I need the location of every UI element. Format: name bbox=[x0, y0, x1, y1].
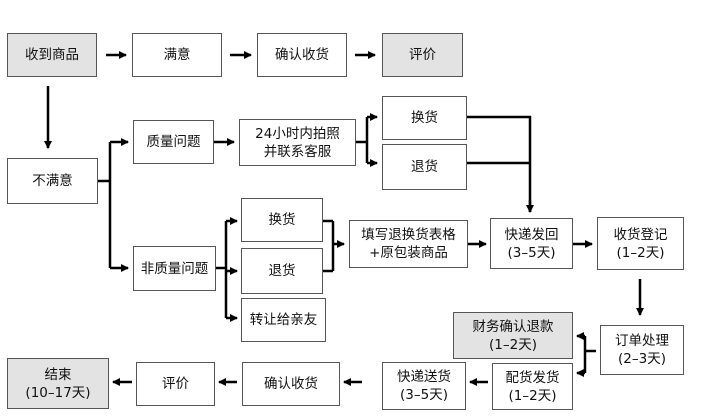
node-satisfied: 满意 bbox=[132, 33, 222, 77]
cs-contact-line-1: 24小时内拍照 bbox=[255, 125, 340, 142]
express-back-line-1: 快递发回 bbox=[504, 226, 559, 243]
node-dissatisfied: 不满意 bbox=[7, 158, 98, 204]
node-exchange-a: 换货 bbox=[382, 96, 467, 140]
node-review-top: 评价 bbox=[382, 33, 463, 77]
node-confirm-receipt-bottom: 确认收货 bbox=[242, 362, 340, 406]
express-delivery-line-1: 快递送货 bbox=[397, 369, 451, 385]
order-processing-line-1: 订单处理 bbox=[615, 333, 669, 349]
node-non-quality-issue: 非质量问题 bbox=[133, 246, 216, 291]
node-ship-goods: 配货发货 (1–2天) bbox=[492, 363, 573, 410]
node-cs-contact: 24小时内拍照 并联系客服 bbox=[239, 119, 356, 166]
line-exchange-a-out bbox=[467, 115, 532, 212]
node-finance-refund: 财务确认退款 (1–2天) bbox=[453, 312, 573, 359]
node-gift-friend: 转让给亲友 bbox=[241, 298, 326, 342]
ship-goods-line-2: (1–2天) bbox=[508, 387, 557, 404]
order-processing-line-2: (2–3天) bbox=[618, 351, 666, 367]
finance-refund-line-1: 财务确认退款 bbox=[472, 318, 554, 335]
node-quality-issue: 质量问题 bbox=[133, 120, 214, 164]
node-order-processing: 订单处理 (2–3天) bbox=[600, 325, 684, 375]
node-end: 结束 (10–17天) bbox=[7, 358, 109, 409]
end-line-1: 结束 bbox=[44, 366, 72, 383]
node-receive-goods: 收到商品 bbox=[7, 33, 97, 77]
node-fill-form: 填写退换货表格 +原包装商品 bbox=[349, 220, 468, 268]
ship-goods-line-1: 配货发货 bbox=[505, 369, 560, 386]
node-exchange-b: 换货 bbox=[241, 198, 323, 242]
fill-form-line-1: 填写退换货表格 bbox=[361, 227, 456, 243]
node-review-bottom: 评价 bbox=[136, 362, 215, 406]
finance-refund-line-2: (1–2天) bbox=[489, 336, 537, 353]
node-register-receipt: 收货登记 (1–2天) bbox=[597, 217, 684, 270]
node-return-b: 退货 bbox=[241, 248, 323, 294]
node-return-a: 退货 bbox=[382, 144, 467, 190]
register-receipt-line-2: (1–2天) bbox=[616, 244, 665, 261]
cs-contact-line-2: 并联系客服 bbox=[263, 143, 332, 160]
register-receipt-line-1: 收货登记 bbox=[613, 226, 668, 243]
node-express-delivery: 快递送货 (3–5天) bbox=[382, 362, 466, 410]
fill-form-line-2: +原包装商品 bbox=[369, 245, 448, 261]
end-line-2: (10–17天) bbox=[25, 384, 91, 401]
express-delivery-line-2: (3–5天) bbox=[400, 387, 448, 403]
node-express-back: 快递发回 (3–5天) bbox=[490, 218, 573, 269]
express-back-line-2: (3–5天) bbox=[507, 244, 556, 261]
node-confirm-receipt-top: 确认收货 bbox=[257, 33, 347, 77]
